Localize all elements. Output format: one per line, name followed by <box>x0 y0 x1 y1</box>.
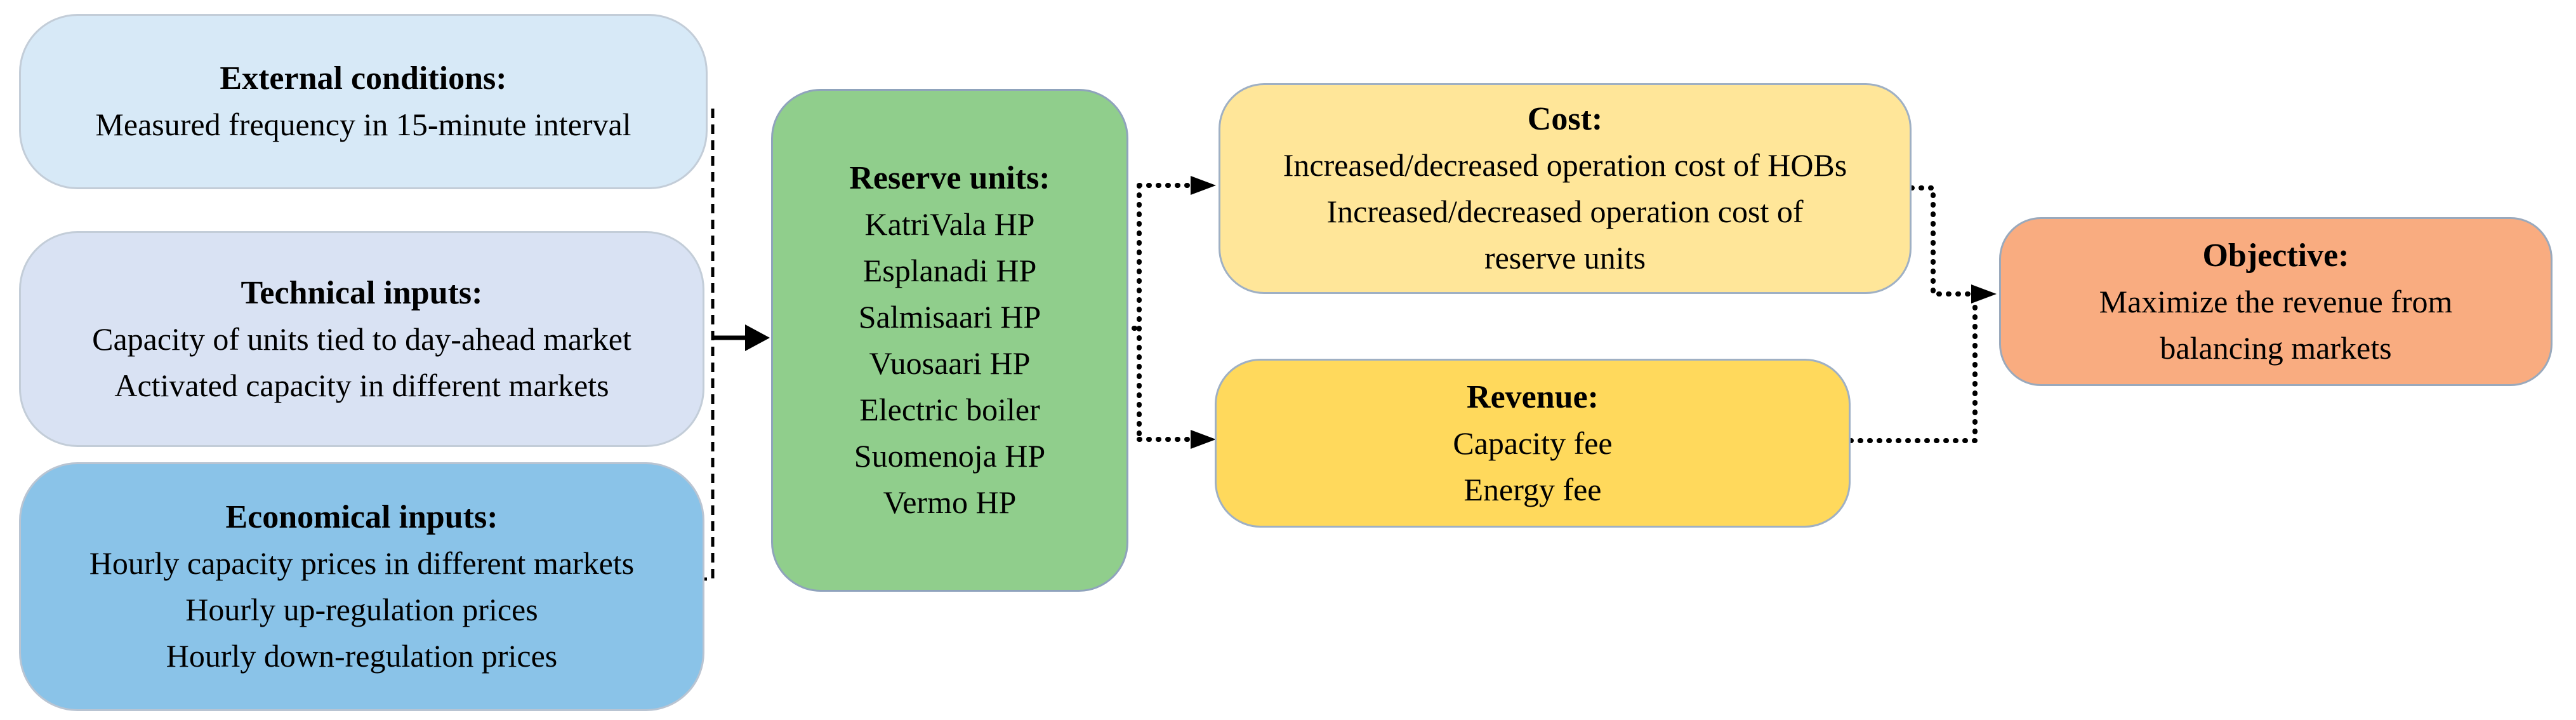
cost-box: Cost: Increased/decreased operation cost… <box>1219 83 1912 294</box>
economical-inputs-title: Economical inputs: <box>225 499 498 535</box>
reserve-unit-item: Electric boiler <box>859 392 1040 427</box>
reserve-units-box: Reserve units: KatriVala HP Esplanadi HP… <box>771 89 1128 592</box>
technical-inputs-line: Activated capacity in different markets <box>114 367 609 403</box>
reserve-unit-item: Suomenoja HP <box>854 438 1046 474</box>
reserve-unit-item: KatriVala HP <box>864 206 1035 242</box>
inputs-to-reserve-arrowhead <box>745 324 770 351</box>
revenue-title: Revenue: <box>1467 378 1599 415</box>
objective-box: Objective: Maximize the revenue from bal… <box>1999 217 2553 386</box>
external-conditions-title: External conditions: <box>220 60 507 97</box>
economical-inputs-line: Hourly down-regulation prices <box>166 638 558 674</box>
technical-inputs-title: Technical inputs: <box>241 274 483 311</box>
reserve-to-cost-arrowhead <box>1191 176 1216 195</box>
reserve-to-revenue-arrowhead <box>1191 430 1216 449</box>
revenue-box: Revenue: Capacity fee Energy fee <box>1215 359 1851 528</box>
technical-inputs-line: Capacity of units tied to day-ahead mark… <box>92 321 631 357</box>
cost-line: Increased/decreased operation cost of <box>1326 194 1804 229</box>
cost-title: Cost: <box>1527 101 1603 137</box>
external-conditions-box: External conditions: Measured frequency … <box>19 14 708 189</box>
external-conditions-line: Measured frequency in 15-minute interval <box>95 107 631 142</box>
objective-line: Maximize the revenue from <box>2099 283 2453 319</box>
reserve-units-title: Reserve units: <box>849 160 1050 196</box>
reserve-split-dotted-line <box>1122 183 1193 442</box>
cost-line: reserve units <box>1484 240 1646 276</box>
economical-inputs-line: Hourly capacity prices in different mark… <box>89 545 635 581</box>
reserve-unit-item: Esplanadi HP <box>862 253 1037 288</box>
objective-title: Objective: <box>2202 237 2349 274</box>
reserve-unit-item: Vuosaari HP <box>869 345 1031 381</box>
to-objective-arrowhead <box>1971 284 1997 303</box>
reserve-unit-item: Salmisaari HP <box>858 299 1041 335</box>
reserve-unit-item: Vermo HP <box>883 484 1017 520</box>
revenue-line: Energy fee <box>1463 471 1602 507</box>
cost-line: Increased/decreased operation cost of HO… <box>1283 147 1847 183</box>
technical-inputs-box: Technical inputs: Capacity of units tied… <box>19 231 704 447</box>
economical-inputs-box: Economical inputs: Hourly capacity price… <box>19 462 704 711</box>
cost-to-objective-dotted-line <box>1909 185 1975 297</box>
revenue-line: Capacity fee <box>1453 425 1613 461</box>
objective-line: balancing markets <box>2160 330 2392 366</box>
revenue-to-objective-dotted-line <box>1848 291 1978 443</box>
economical-inputs-line: Hourly up-regulation prices <box>185 592 538 627</box>
